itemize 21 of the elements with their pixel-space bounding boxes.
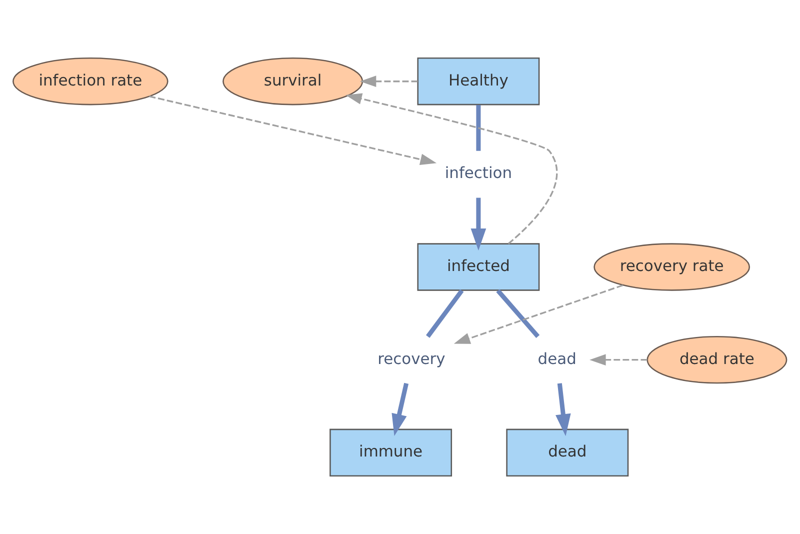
node-box: infected — [417, 243, 540, 291]
arrow — [590, 354, 648, 366]
connector — [426, 289, 464, 338]
node-text: infection — [444, 164, 512, 182]
arrow — [470, 198, 486, 250]
arrow — [392, 382, 409, 436]
arrow — [360, 76, 418, 88]
node-box: dead — [506, 428, 629, 476]
node-box: Healthy — [417, 58, 540, 106]
connector — [476, 104, 481, 151]
arrow — [149, 96, 437, 165]
node-text: dead — [538, 350, 576, 368]
connector — [496, 289, 540, 338]
node-ellipse: recovery rate — [594, 243, 750, 291]
node-ellipse: dead rate — [646, 336, 788, 384]
arrow — [346, 93, 558, 244]
node-ellipse: infection rate — [12, 58, 168, 106]
arrow — [454, 284, 624, 344]
node-text: recovery — [378, 350, 446, 368]
node-box: immune — [330, 428, 452, 476]
arrow — [556, 383, 571, 436]
